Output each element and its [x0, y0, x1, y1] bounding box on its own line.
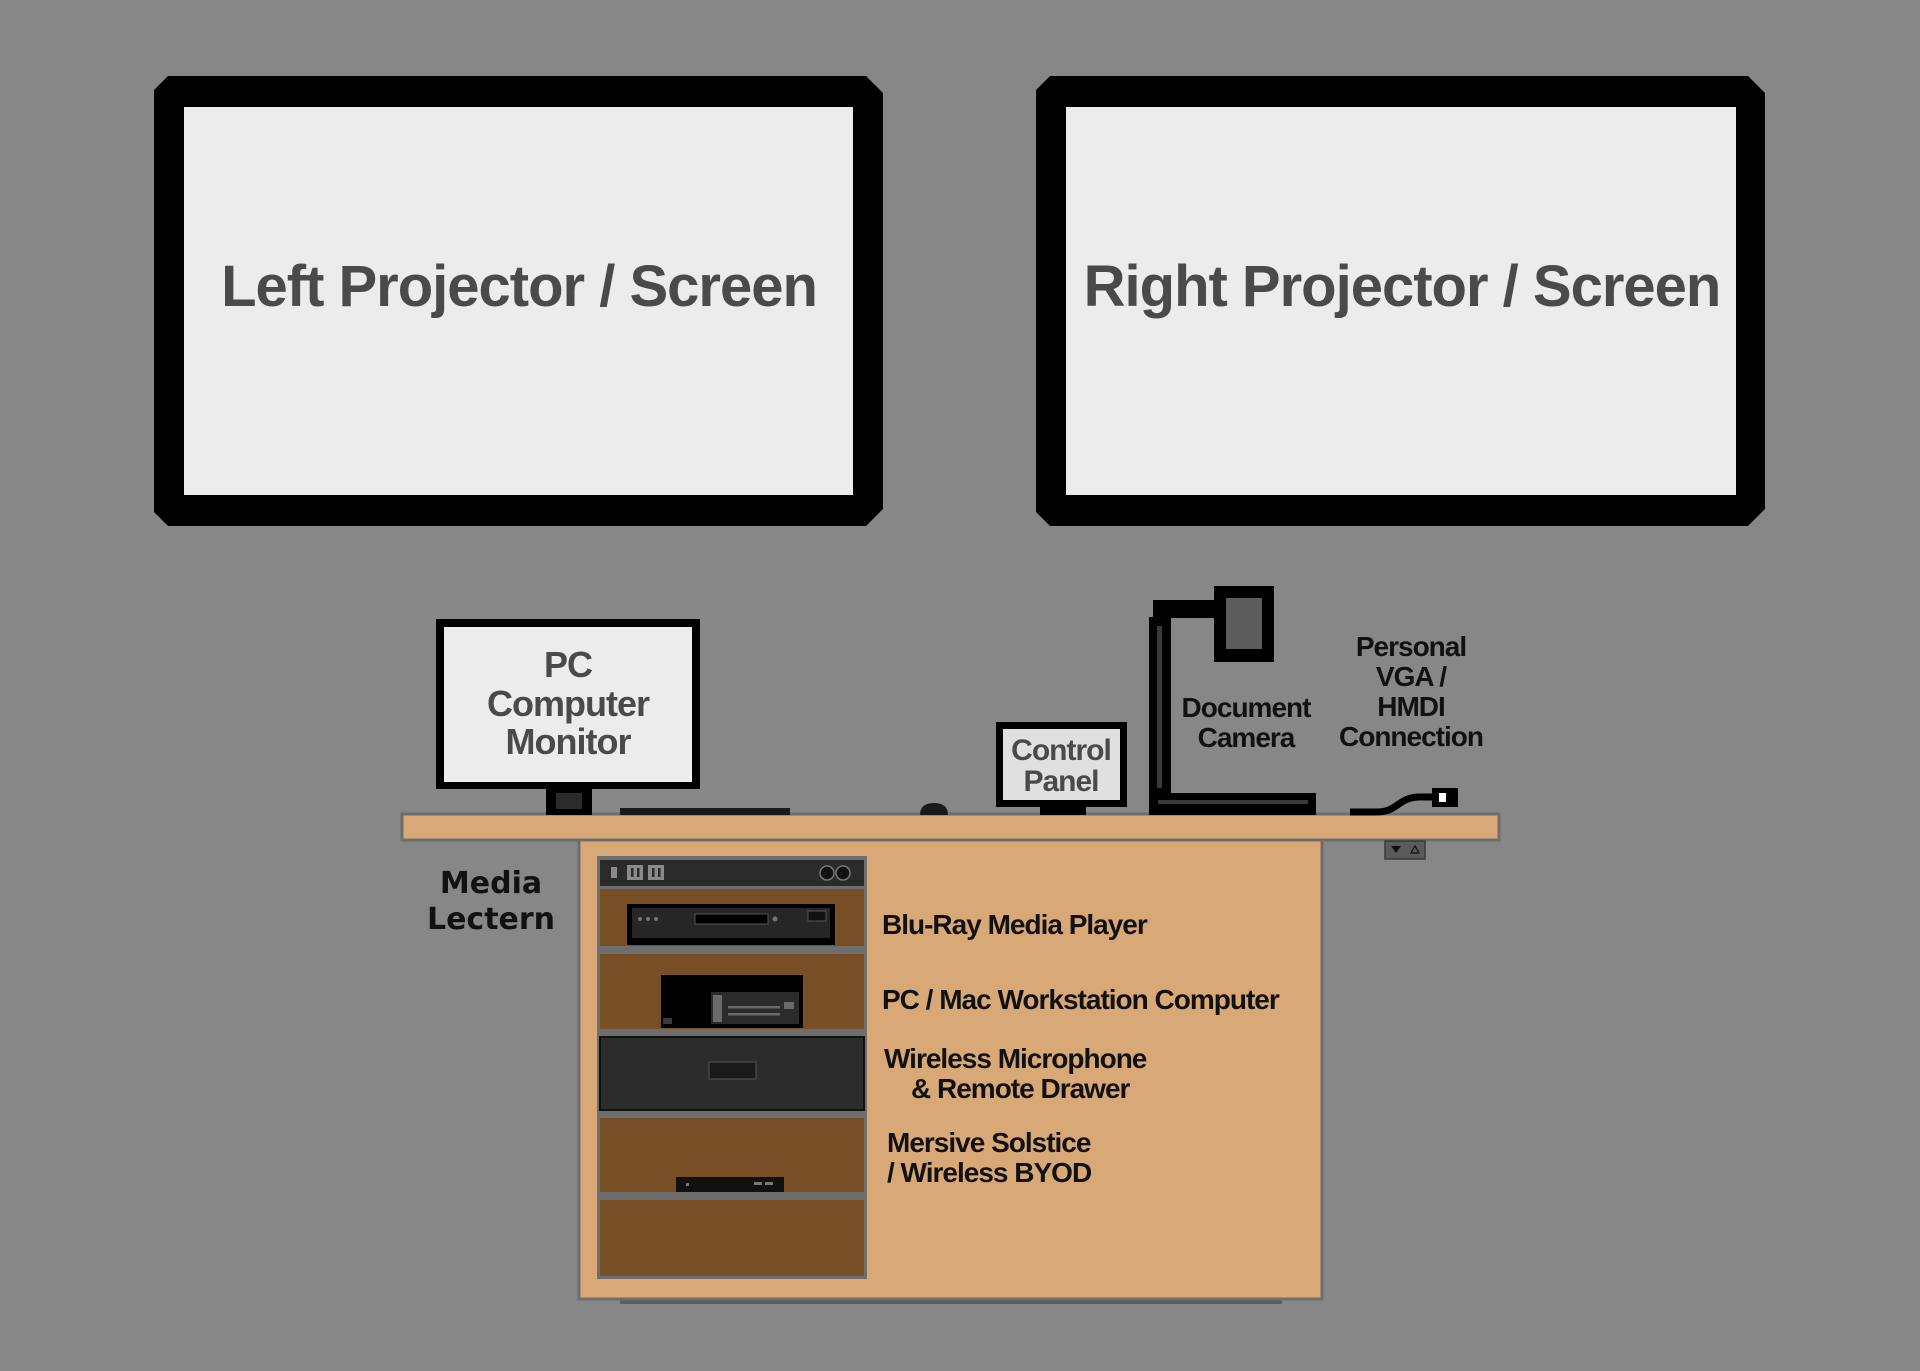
keyboard-icon	[620, 808, 790, 815]
document-camera-label-line2: Camera	[1198, 722, 1296, 753]
right-screen-label: Right Projector / Screen	[1084, 254, 1721, 319]
document-camera-icon	[1149, 586, 1316, 815]
desk-top	[400, 812, 1501, 842]
mersive-pod-icon	[676, 1177, 784, 1192]
monitor-label-line3: Monitor	[506, 721, 632, 762]
lectern-label-line1: Media	[440, 866, 542, 901]
right-projector-screen: Right Projector / Screen	[1036, 76, 1765, 526]
personal-connection-label-line2: VGA /	[1376, 661, 1447, 692]
workstation-computer-icon	[661, 975, 803, 1028]
lectern-label-line2: Lectern	[427, 902, 555, 937]
left-screen-label: Left Projector / Screen	[221, 254, 817, 319]
rack-label-mersive-line2: / Wireless BYOD	[887, 1157, 1092, 1188]
hdmi-cable-icon	[1350, 788, 1458, 816]
rack-label-bluray: Blu-Ray Media Player	[882, 909, 1148, 940]
rack-label-mersive-line1: Mersive Solstice	[887, 1127, 1091, 1158]
rack-label-workstation: PC / Mac Workstation Computer	[882, 984, 1280, 1015]
rack-top-panel	[600, 860, 864, 886]
left-projector-screen: Left Projector / Screen	[154, 76, 883, 526]
personal-connection-label-line4: Connection	[1339, 721, 1483, 752]
computer-monitor-icon	[436, 619, 700, 815]
floor-box-icon	[1384, 840, 1426, 860]
blu-ray-player-icon	[627, 904, 835, 945]
personal-connection-label-line3: HMDI	[1377, 691, 1445, 722]
control-panel-icon	[996, 722, 1127, 815]
rack-shelf-empty	[600, 1200, 864, 1276]
personal-connection-label-line1: Personal	[1356, 631, 1466, 662]
control-panel-label-line1: Control	[1011, 734, 1111, 767]
monitor-label-line2: Computer	[487, 683, 650, 724]
drawer-handle-icon	[708, 1061, 757, 1080]
lectern-base-shadow	[620, 1300, 1282, 1304]
control-panel-label-line2: Panel	[1023, 765, 1098, 798]
document-camera-label-line1: Document	[1182, 692, 1312, 723]
monitor-label-line1: PC	[544, 644, 593, 685]
mouse-icon	[920, 803, 948, 815]
rack-label-wireless-line1: Wireless Microphone	[884, 1043, 1147, 1074]
rack-label-wireless-line2: & Remote Drawer	[911, 1073, 1131, 1104]
